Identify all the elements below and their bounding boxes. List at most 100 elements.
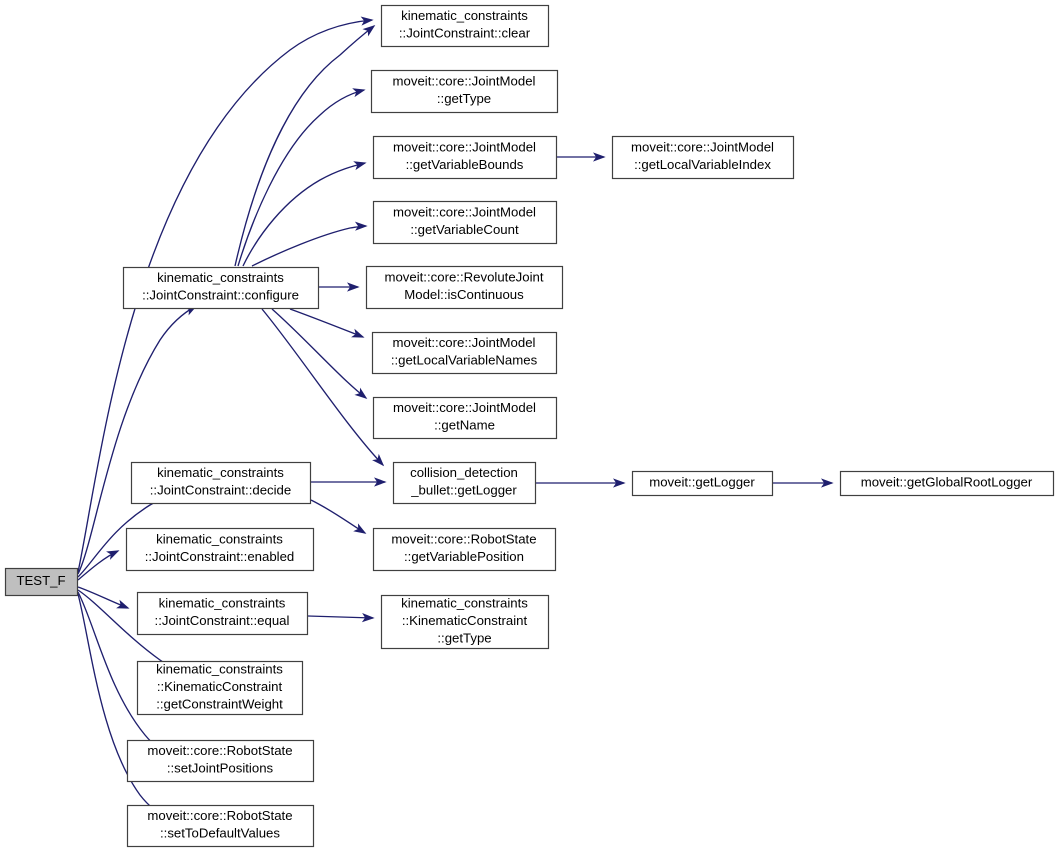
node-label-line: TEST_F xyxy=(16,573,65,588)
node-label-line: ::getName xyxy=(434,418,495,433)
graph-node-jm_getvariablebounds[interactable]: moveit::core::JointModel::getVariableBou… xyxy=(372,135,558,180)
node-label-line: ::JointConstraint::configure xyxy=(142,288,299,303)
graph-node-rs_getvariableposition[interactable]: moveit::core::RobotState::getVariablePos… xyxy=(372,527,557,572)
node-label-line: kinematic_constraints xyxy=(156,661,283,676)
call-edge xyxy=(310,499,366,534)
arrow-head-icon xyxy=(362,24,376,37)
graph-node-jc_clear[interactable]: kinematic_constraints::JointConstraint::… xyxy=(380,4,550,48)
node-box[interactable] xyxy=(136,591,309,636)
node-box[interactable] xyxy=(130,461,312,505)
node-box[interactable] xyxy=(126,804,315,848)
node-box[interactable] xyxy=(122,266,320,310)
node-label-line: kinematic_constraints xyxy=(157,465,284,480)
graph-node-kc_gettype[interactable]: kinematic_constraints::KinematicConstrai… xyxy=(380,594,550,650)
arrow-head-icon xyxy=(613,478,626,488)
node-label-line: ::getLocalVariableNames xyxy=(391,353,538,368)
call-edge xyxy=(261,308,384,466)
node-label-line: kinematic_constraints xyxy=(157,270,284,285)
node-label-line: moveit::core::RobotState xyxy=(147,808,292,823)
node-label-line: moveit::core::RobotState xyxy=(147,743,292,758)
node-label-line: moveit::core::JointModel xyxy=(393,74,536,89)
node-label-line: _bullet::getLogger xyxy=(410,483,517,498)
arrow-head-icon xyxy=(116,599,130,609)
arrow-head-icon xyxy=(351,328,365,338)
node-label-line: moveit::core::RobotState xyxy=(391,532,536,547)
node-label-line: ::getVariablePosition xyxy=(404,549,524,564)
node-label-line: ::JointConstraint::enabled xyxy=(145,549,295,564)
node-label-line: ::setJointPositions xyxy=(167,761,274,776)
node-box[interactable] xyxy=(372,135,558,180)
node-box[interactable] xyxy=(392,461,537,505)
node-box[interactable] xyxy=(372,396,558,440)
node-label-line: ::getConstraintWeight xyxy=(156,696,283,711)
node-label-line: ::JointConstraint::clear xyxy=(399,26,531,41)
node-label-line: moveit::core::JointModel xyxy=(393,335,536,350)
graph-node-rjm_iscontinuous[interactable]: moveit::core::RevoluteJointModel::isCont… xyxy=(365,265,564,310)
node-box[interactable] xyxy=(125,527,315,572)
graph-node-jm_gettype[interactable]: moveit::core::JointModel::getType xyxy=(370,69,559,114)
graph-node-moveit_getglobalrootlogger[interactable]: moveit::getGlobalRootLogger xyxy=(839,470,1055,497)
node-label-line: ::KinematicConstraint xyxy=(402,613,528,628)
graph-node-jc_decide[interactable]: kinematic_constraints::JointConstraint::… xyxy=(130,461,312,505)
node-box[interactable] xyxy=(371,331,558,375)
node-label-line: moveit::core::JointModel xyxy=(393,205,536,220)
graph-node-kc_getconstraintweight[interactable]: kinematic_constraints::KinematicConstrai… xyxy=(136,660,304,716)
node-label-line: collision_detection xyxy=(410,465,518,480)
graph-node-moveit_getlogger[interactable]: moveit::getLogger xyxy=(631,470,774,497)
arrow-head-icon xyxy=(354,387,368,400)
node-label-line: kinematic_constraints xyxy=(401,595,528,610)
call-edge xyxy=(237,89,365,267)
call-edge xyxy=(242,162,366,267)
graph-node-jm_getlocalvariablenames[interactable]: moveit::core::JointModel::getLocalVariab… xyxy=(371,331,558,375)
graph-node-cdb_getlogger[interactable]: collision_detection_bullet::getLogger xyxy=(392,461,537,505)
node-label-line: ::getVariableBounds xyxy=(406,157,524,172)
graph-node-jc_equal[interactable]: kinematic_constraints::JointConstraint::… xyxy=(136,591,309,636)
node-label-line: kinematic_constraints xyxy=(156,532,283,547)
node-box[interactable] xyxy=(380,594,550,650)
arrow-head-icon xyxy=(352,88,366,98)
arrow-head-icon xyxy=(360,16,374,26)
arrow-head-icon xyxy=(354,221,368,231)
node-box[interactable] xyxy=(126,739,315,783)
node-label-line: moveit::core::JointModel xyxy=(393,140,536,155)
node-label-line: ::getType xyxy=(437,630,491,645)
call-edge xyxy=(251,225,367,267)
node-box[interactable] xyxy=(611,135,795,180)
node-box[interactable] xyxy=(372,527,557,572)
node-box[interactable] xyxy=(372,200,558,245)
node-label-line: ::setToDefaultValues xyxy=(160,826,280,841)
graph-node-jc_enabled[interactable]: kinematic_constraints::JointConstraint::… xyxy=(125,527,315,572)
arrow-head-icon xyxy=(353,161,367,171)
call-edge xyxy=(289,308,364,338)
node-box[interactable] xyxy=(839,470,1055,497)
node-label-line: moveit::getGlobalRootLogger xyxy=(861,474,1033,489)
node-label-line: moveit::core::JointModel xyxy=(393,400,536,415)
node-label-line: moveit::getLogger xyxy=(649,474,755,489)
call-edge xyxy=(234,25,375,267)
node-box[interactable] xyxy=(4,567,79,597)
graph-node-test_f[interactable]: TEST_F xyxy=(4,567,79,597)
node-box[interactable] xyxy=(370,69,559,114)
node-label-line: ::getLocalVariableIndex xyxy=(634,157,771,172)
graph-node-jm_getvariablecount[interactable]: moveit::core::JointModel::getVariableCou… xyxy=(372,200,558,245)
node-layer: TEST_Fkinematic_constraints::JointConstr… xyxy=(4,4,1055,848)
arrow-head-icon xyxy=(593,152,606,162)
graph-node-rs_settodefaultvalues[interactable]: moveit::core::RobotState::setToDefaultVa… xyxy=(126,804,315,848)
arrow-head-icon xyxy=(372,453,385,467)
call-edge xyxy=(77,586,129,609)
arrow-head-icon xyxy=(361,613,375,623)
call-edge xyxy=(307,615,374,619)
node-box[interactable] xyxy=(631,470,774,497)
graph-node-jm_getlocalvariableindex[interactable]: moveit::core::JointModel::getLocalVariab… xyxy=(611,135,795,180)
node-label-line: Model::isContinuous xyxy=(404,287,524,302)
node-label-line: kinematic_constraints xyxy=(159,596,286,611)
node-label-line: ::getType xyxy=(437,91,491,106)
arrow-head-icon xyxy=(106,550,120,560)
node-box[interactable] xyxy=(380,4,550,48)
node-box[interactable] xyxy=(136,660,304,716)
graph-node-jm_getname[interactable]: moveit::core::JointModel::getName xyxy=(372,396,558,440)
graph-node-jc_configure[interactable]: kinematic_constraints::JointConstraint::… xyxy=(122,266,320,310)
graph-node-rs_setjointpositions[interactable]: moveit::core::RobotState::setJointPositi… xyxy=(126,739,315,783)
node-box[interactable] xyxy=(365,265,564,310)
